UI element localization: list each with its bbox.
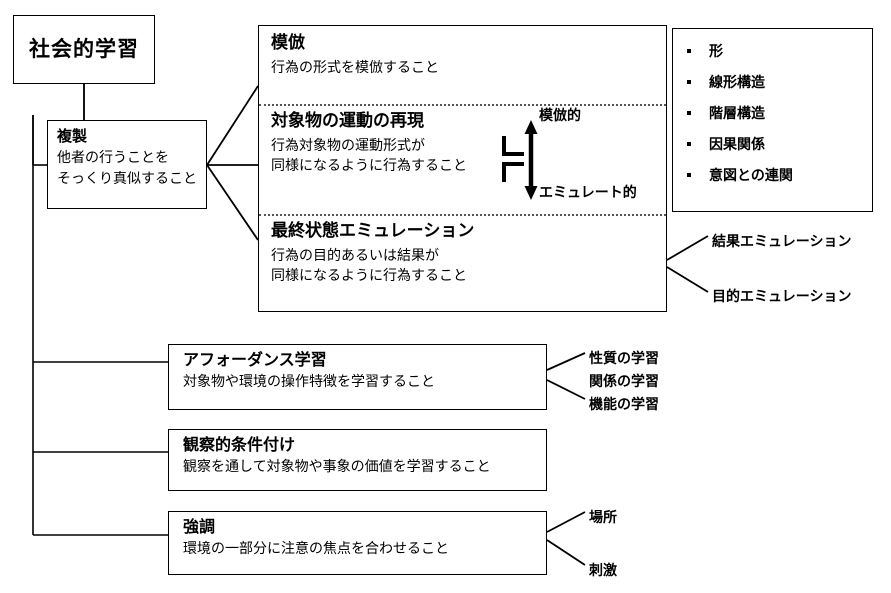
connector-emphasis-to-stimulus bbox=[546, 539, 586, 566]
node-emphasis[interactable]: 強調 環境の一部分に注意の焦点を合わせること bbox=[168, 511, 547, 575]
square-bullet-icon bbox=[687, 142, 691, 146]
axis-label-bottom: エミュレート的 bbox=[539, 185, 637, 201]
section-imitation-title: 模倣 bbox=[271, 33, 305, 53]
section-divider-1 bbox=[259, 104, 666, 106]
attributes-list-box: 形 線形構造 階層構造 因果関係 意図との連関 bbox=[672, 28, 873, 212]
root-node-social-learning[interactable]: 社会的学習 bbox=[13, 15, 155, 84]
node-affordance-title: アフォーダンス学習 bbox=[183, 350, 327, 369]
square-bullet-icon bbox=[687, 111, 691, 115]
section-motion-desc-line1: 行為対象物の運動形式が bbox=[271, 137, 425, 154]
node-observational-title: 観察的条件付け bbox=[183, 435, 296, 454]
node-copy[interactable]: 複製 他者の行うことを そっくり真似すること bbox=[47, 120, 207, 209]
root-node-label: 社会的学習 bbox=[29, 37, 139, 62]
connector-copy-to-endstate bbox=[206, 164, 259, 241]
square-bullet-icon bbox=[687, 173, 691, 177]
connector-endstate-to-result bbox=[666, 235, 709, 261]
imitation-emulation-axis: 模倣的 エミュレート的 bbox=[502, 106, 652, 210]
list-item-label: 因果関係 bbox=[709, 137, 765, 153]
label-property-learning: 性質の学習 bbox=[589, 351, 659, 367]
node-copy-desc-line2: そっくり真似すること bbox=[57, 170, 197, 187]
label-relation-learning: 関係の学習 bbox=[589, 374, 659, 390]
section-motion-desc-line2: 同様になるように行為すること bbox=[271, 157, 467, 174]
square-bullet-icon bbox=[687, 49, 691, 53]
list-item-label: 階層構造 bbox=[709, 106, 765, 122]
axis-label-top: 模倣的 bbox=[539, 108, 581, 124]
node-affordance-desc: 対象物や環境の操作特徴を学習すること bbox=[183, 374, 435, 391]
list-item-label: 線形構造 bbox=[709, 75, 765, 91]
list-item[interactable]: 因果関係 bbox=[687, 134, 872, 154]
node-emphasis-desc: 環境の一部分に注意の焦点を合わせること bbox=[183, 541, 449, 558]
section-imitation[interactable]: 模倣 行為の形式を模倣すること bbox=[259, 26, 666, 104]
label-purpose-emulation: 目的エミュレーション bbox=[712, 289, 852, 305]
main-categories-box: 模倣 行為の形式を模倣すること 対象物の運動の再現 行為対象物の運動形式が 同様… bbox=[258, 25, 667, 312]
node-emphasis-title: 強調 bbox=[183, 517, 216, 536]
connector-emphasis-to-place bbox=[546, 511, 586, 533]
connector-endstate-to-purpose bbox=[666, 266, 709, 293]
list-item[interactable]: 線形構造 bbox=[687, 72, 872, 92]
label-function-learning: 機能の学習 bbox=[589, 397, 659, 413]
label-stimulus: 刺激 bbox=[589, 563, 617, 579]
section-endstate-emulation[interactable]: 最終状態エミュレーション 行為の目的あるいは結果が 同様になるように行為すること bbox=[259, 214, 666, 313]
section-endstate-desc-line1: 行為の目的あるいは結果が bbox=[271, 247, 439, 264]
list-item[interactable]: 意図との連関 bbox=[687, 165, 872, 185]
node-observational-desc: 観察を通して対象物や事象の価値を学習すること bbox=[183, 459, 491, 476]
list-item-label: 形 bbox=[709, 44, 723, 60]
attributes-list: 形 線形構造 階層構造 因果関係 意図との連関 bbox=[687, 41, 872, 185]
node-copy-desc-line1: 他者の行うことを bbox=[57, 150, 169, 167]
double-arrow-icon bbox=[502, 120, 538, 200]
label-result-emulation: 結果エミュレーション bbox=[712, 234, 852, 250]
list-item[interactable]: 形 bbox=[687, 41, 872, 61]
list-item-label: 意図との連関 bbox=[709, 168, 793, 184]
square-bullet-icon bbox=[687, 80, 691, 84]
section-motion-title: 対象物の運動の再現 bbox=[271, 111, 424, 131]
node-observational-conditioning[interactable]: 観察的条件付け 観察を通して対象物や事象の価値を学習すること bbox=[168, 429, 547, 491]
node-affordance-learning[interactable]: アフォーダンス学習 対象物や環境の操作特徴を学習すること bbox=[168, 344, 547, 410]
label-place: 場所 bbox=[589, 510, 617, 526]
node-copy-title: 複製 bbox=[57, 127, 88, 145]
section-imitation-desc-line1: 行為の形式を模倣すること bbox=[271, 59, 439, 76]
connector-affordance-to-bottom bbox=[546, 379, 586, 400]
list-item[interactable]: 階層構造 bbox=[687, 103, 872, 123]
section-motion-reproduction[interactable]: 対象物の運動の再現 行為対象物の運動形式が 同様になるように行為すること 模倣的… bbox=[259, 104, 666, 214]
section-endstate-title: 最終状態エミュレーション bbox=[271, 221, 475, 241]
section-divider-2 bbox=[259, 214, 666, 216]
section-endstate-desc-line2: 同様になるように行為すること bbox=[271, 267, 467, 284]
connector-affordance-to-top bbox=[546, 352, 586, 371]
connector-copy-to-imitation bbox=[206, 85, 259, 166]
